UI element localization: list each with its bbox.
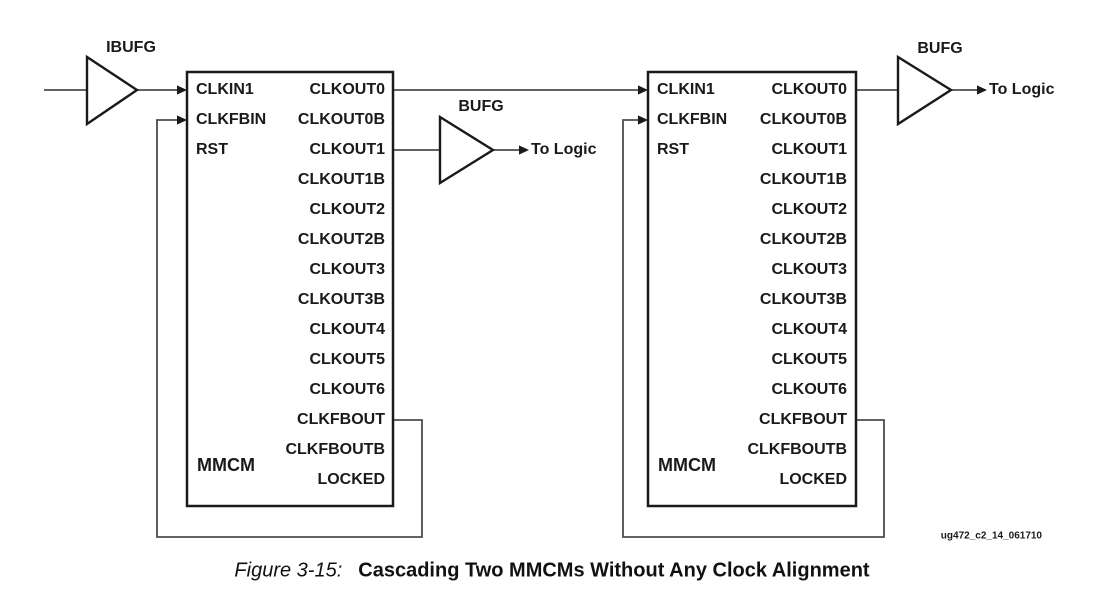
mmcm2-pin-clkout6: CLKOUT6 — [771, 381, 847, 398]
mmcm2-pin-clkfbout: CLKFBOUT — [759, 411, 847, 428]
mmcm1-pin-clkout1: CLKOUT1 — [309, 141, 385, 158]
mmcm2-pin-clkfbin: CLKFBIN — [657, 111, 728, 128]
bufg1-label: BUFG — [458, 98, 504, 115]
mmcm2-pin-clkout1b: CLKOUT1B — [759, 171, 847, 188]
mmcm2-pin-clkfboutb: CLKFBOUTB — [747, 441, 847, 458]
mmcm1-box — [185, 70, 395, 508]
bufg2-label: BUFG — [917, 40, 963, 57]
mmcm2-pin-clkout5: CLKOUT5 — [771, 351, 847, 368]
bufg1-triangle — [438, 114, 496, 186]
mmcm2-pin-clkout4: CLKOUT4 — [771, 321, 847, 338]
mmcm1-pin-clkout5: CLKOUT5 — [309, 351, 385, 368]
mmcm1-pin-clkfboutb: CLKFBOUTB — [285, 441, 385, 458]
ibufg-triangle — [85, 54, 140, 127]
mmcm2-pin-clkout3: CLKOUT3 — [771, 261, 847, 278]
to-logic-label-out: To Logic — [989, 81, 1055, 98]
buffer-triangles — [85, 54, 954, 186]
figure-caption-number: Figure 3-15: — [234, 559, 343, 582]
wire-mmcm2-feedback-loop — [622, 119, 885, 538]
to-logic-label-mid: To Logic — [531, 141, 597, 158]
mmcm2-pin-clkout0b: CLKOUT0B — [759, 111, 847, 128]
mmcm2-pin-clkout1: CLKOUT1 — [771, 141, 847, 158]
mmcm2-pin-clkout2: CLKOUT2 — [771, 201, 847, 218]
wire-mmcm1-feedback-loop — [156, 119, 423, 538]
mmcm1-pin-clkout2b: CLKOUT2B — [297, 231, 385, 248]
mmcm2-pin-locked: LOCKED — [779, 471, 847, 488]
mmcm1-pin-clkfbin: CLKFBIN — [196, 111, 267, 128]
mmcm1-name: MMCM — [197, 455, 255, 475]
figure-caption-title: Cascading Two MMCMs Without Any Clock Al… — [358, 559, 870, 582]
arrow-to-logic-out — [977, 85, 987, 95]
bufg2-triangle — [896, 54, 954, 127]
mmcm2-box — [646, 70, 858, 508]
mmcm1-pin-clkfbout: CLKFBOUT — [297, 411, 385, 428]
wires — [44, 89, 979, 538]
mmcm1-pin-clkout3b: CLKOUT3B — [297, 291, 385, 308]
arrow-into-mmcm1-clkfbin — [177, 115, 187, 125]
arrow-into-mmcm1-clkin1 — [177, 85, 187, 95]
ibufg-label: IBUFG — [106, 39, 156, 56]
mmcm1-pin-clkout0: CLKOUT0 — [309, 81, 385, 98]
arrow-into-mmcm2-clkin1 — [638, 85, 648, 95]
arrowheads — [177, 85, 987, 155]
mmcm1-pin-clkout6: CLKOUT6 — [309, 381, 385, 398]
mmcm1-pin-clkout3: CLKOUT3 — [309, 261, 385, 278]
mmcm1-pin-clkout4: CLKOUT4 — [309, 321, 385, 338]
mmcm1-pin-clkin1: CLKIN1 — [196, 81, 254, 98]
arrow-to-logic-mid — [519, 145, 529, 155]
mmcm1-pin-locked: LOCKED — [317, 471, 385, 488]
mmcm2-pin-clkin1: CLKIN1 — [657, 81, 715, 98]
figure-caption: Figure 3-15: Cascading Two MMCMs Without … — [0, 560, 1104, 583]
mmcm1-pin-clkout2: CLKOUT2 — [309, 201, 385, 218]
mmcm2-pin-clkout0: CLKOUT0 — [771, 81, 847, 98]
mmcm2-pin-clkout2b: CLKOUT2B — [759, 231, 847, 248]
mmcm-block-outlines — [185, 70, 858, 508]
mmcm1-pin-clkout1b: CLKOUT1B — [297, 171, 385, 188]
mmcm2-pin-clkout3b: CLKOUT3B — [759, 291, 847, 308]
mmcm1-pin-clkout0b: CLKOUT0B — [297, 111, 385, 128]
mmcm2-name: MMCM — [658, 455, 716, 475]
mmcm2-pin-rst: RST — [657, 141, 689, 158]
mmcm1-pin-rst: RST — [196, 141, 228, 158]
arrow-into-mmcm2-clkfbin — [638, 115, 648, 125]
figure-watermark: ug472_c2_14_061710 — [940, 530, 1042, 542]
